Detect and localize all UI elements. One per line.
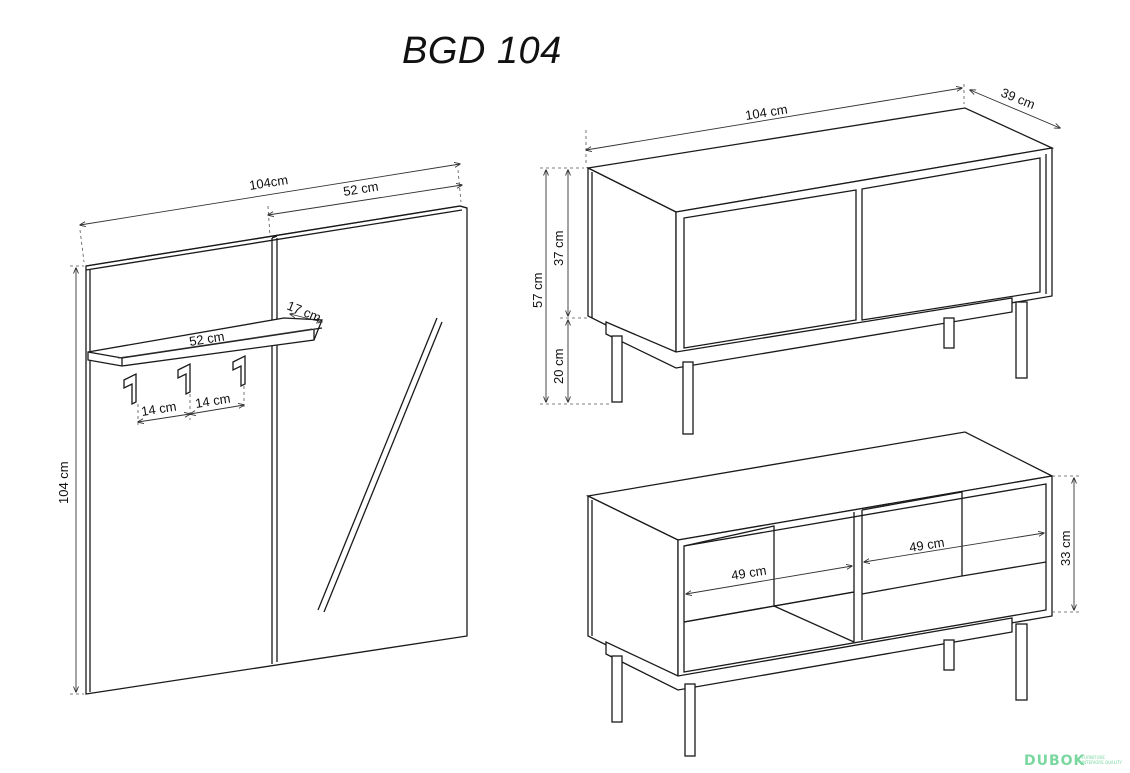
- cabinet-total-height-label: 57 cm: [530, 273, 545, 308]
- cabinet-closed: [585, 107, 1055, 435]
- inner-width-left-label: 49 cm: [730, 563, 767, 583]
- cabinet-depth-label: 39 cm: [999, 85, 1037, 112]
- hook-spacing-1-label: 14 cm: [140, 399, 177, 419]
- cabinet-open: [585, 431, 1055, 757]
- hook-spacing-2-label: 14 cm: [194, 391, 231, 411]
- shelf-width-label: 52 cm: [188, 329, 225, 349]
- cabinet-width-label: 104 cm: [744, 101, 788, 122]
- brand-watermark: DUBOK: [1024, 753, 1086, 769]
- brand-tagline: FURNITURE INTERIORS QUALITY: [1082, 755, 1122, 765]
- coat-hooks: [123, 354, 246, 406]
- panel-width-label: 104cm: [248, 172, 289, 193]
- inner-width-right-label: 49 cm: [908, 535, 945, 555]
- page-title: BGD 104: [402, 30, 562, 72]
- panel-height-label: 104 cm: [56, 461, 71, 504]
- cabinet-leg-height-label: 20 cm: [551, 349, 566, 384]
- panel-half-width-label: 52 cm: [342, 179, 379, 199]
- cabinet-closed-dimensions: [540, 84, 1060, 405]
- panel-dimensions: [70, 164, 462, 695]
- cabinet-body-height-label: 37 cm: [551, 231, 566, 266]
- wall-panel: [85, 205, 468, 695]
- inner-height-label: 33 cm: [1058, 531, 1073, 566]
- cabinet-open-dimensions: [686, 475, 1082, 613]
